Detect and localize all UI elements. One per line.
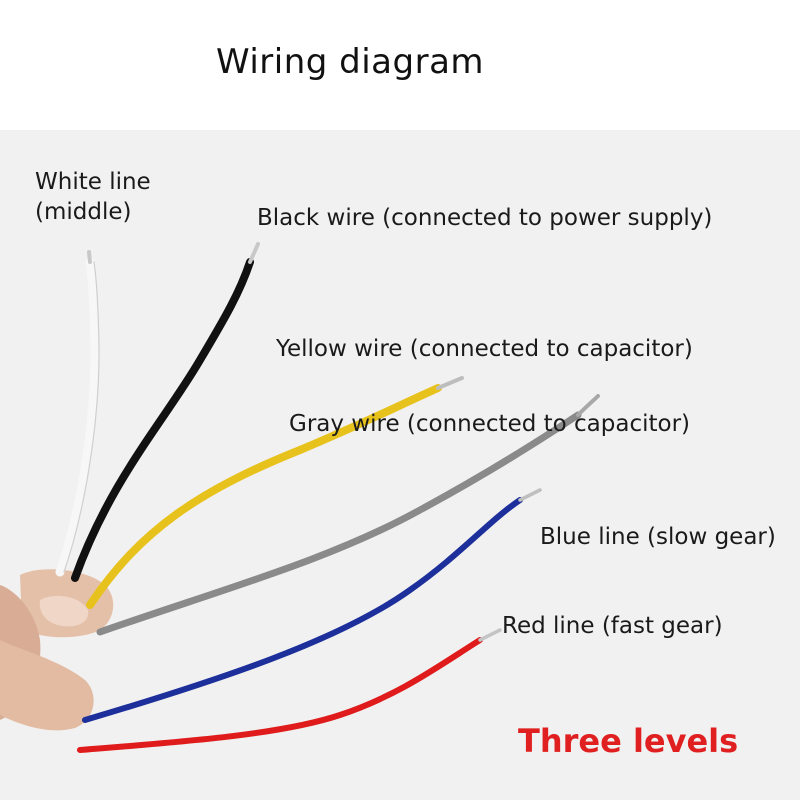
wires-group xyxy=(55,242,600,753)
red-wire-tip xyxy=(478,628,502,642)
three-levels-badge: Three levels xyxy=(518,722,739,760)
black-wire-tip xyxy=(248,242,260,264)
red-wire xyxy=(77,637,483,753)
hand-fingers xyxy=(0,569,114,731)
label-blue-line: Blue line (slow gear) xyxy=(540,524,776,550)
fingernail xyxy=(39,595,89,627)
yellow-wire-tip xyxy=(436,376,464,390)
white-wire-tip xyxy=(87,250,92,264)
gray-wire-tip xyxy=(576,394,600,417)
white-wire-outline xyxy=(63,261,100,573)
finger-middle xyxy=(0,640,94,731)
label-yellow-wire: Yellow wire (connected to capacitor) xyxy=(276,336,693,362)
black-wire xyxy=(71,258,254,582)
gray-wire xyxy=(96,411,582,636)
yellow-wire xyxy=(86,384,442,609)
label-gray-wire: Gray wire (connected to capacitor) xyxy=(289,411,691,437)
blue-wire-tip xyxy=(518,488,542,502)
label-red-line: Red line (fast gear) xyxy=(502,613,723,639)
blue-wire xyxy=(82,497,523,723)
page-title: Wiring diagram xyxy=(215,42,485,82)
label-white-line-middle: (middle) xyxy=(35,199,132,225)
white-wire xyxy=(55,257,100,577)
label-black-wire: Black wire (connected to power supply) xyxy=(257,205,713,231)
label-white-line: White line xyxy=(35,169,151,195)
